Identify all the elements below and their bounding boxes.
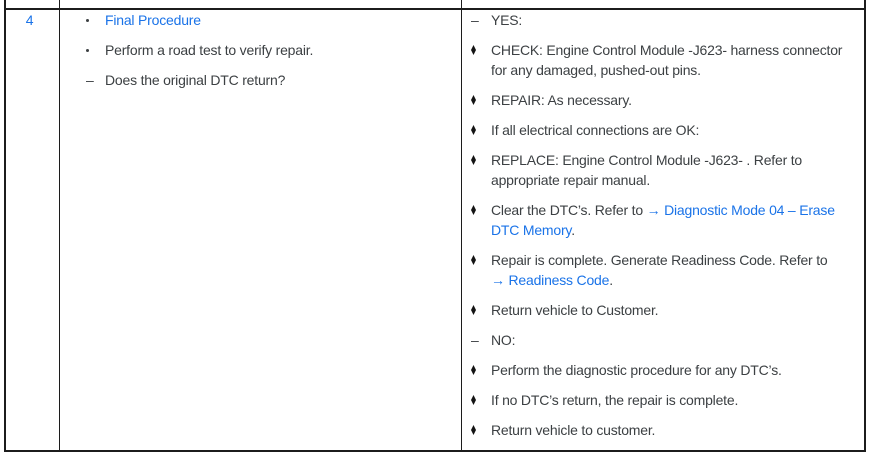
diamond-bullet-icon — [471, 45, 476, 55]
final-procedure-link[interactable]: Final Procedure — [105, 12, 201, 28]
list-item: If no DTC’s return, the repair is comple… — [462, 390, 864, 410]
list-item: Clear the DTC’s. Refer to → Diagnostic M… — [462, 200, 864, 240]
readiness-code-link[interactable]: → Readiness Code — [491, 272, 610, 288]
diamond-bullet-icon — [471, 425, 476, 435]
list-item-text: Return vehicle to customer. — [491, 422, 655, 438]
dot-bullet-icon — [86, 19, 89, 22]
step-number: 4 — [25, 12, 34, 28]
list-item: –Does the original DTC return? — [60, 70, 461, 90]
step-number-cell: 4 — [6, 10, 60, 450]
list-item: Perform the diagnostic procedure for any… — [462, 360, 864, 380]
text-segment: If all electrical connections are OK: — [491, 122, 700, 138]
diamond-bullet-icon — [471, 95, 476, 105]
list-item-text: REPAIR: As necessary. — [491, 92, 632, 108]
text-segment: REPLACE: Engine Control Module -J623- . … — [491, 152, 802, 168]
text-segment: Repair is complete. Generate Readiness C… — [491, 252, 828, 268]
diamond-bullet-icon — [471, 205, 476, 215]
sliver-step-cell — [6, 0, 60, 8]
text-segment: CHECK: Engine Control Module -J623- harn… — [491, 42, 843, 58]
text-segment: NO: — [491, 332, 516, 348]
list-item: Final Procedure — [60, 10, 461, 30]
list-item-text: REPLACE: Engine Control Module -J623- . … — [491, 152, 802, 188]
list-item-text: If no DTC’s return, the repair is comple… — [491, 392, 738, 408]
previous-row-sliver — [6, 0, 864, 10]
list-item-text: NO: — [491, 332, 515, 348]
list-item-text: Perform the diagnostic procedure for any… — [491, 362, 782, 378]
diamond-bullet-icon — [471, 255, 476, 265]
list-item: Perform a road test to verify repair. — [60, 40, 461, 60]
diamond-bullet-icon — [471, 305, 476, 315]
diamond-bullet-icon — [471, 125, 476, 135]
list-item-text: If all electrical connections are OK: — [491, 122, 699, 138]
result-cell: –YES:CHECK: Engine Control Module -J623-… — [462, 10, 864, 450]
list-item: If all electrical connections are OK: — [462, 120, 864, 140]
list-item-text: Clear the DTC’s. Refer to → Diagnostic M… — [491, 202, 835, 238]
diamond-bullet-icon — [471, 395, 476, 405]
list-item: REPLACE: Engine Control Module -J623- . … — [462, 150, 864, 190]
text-segment: If no DTC’s return, the repair is comple… — [491, 392, 739, 408]
diagnostic-mode-04-erase-dtc-memory-link[interactable]: → Diagnostic Mode 04 – Erase — [646, 202, 835, 218]
result-list: –YES:CHECK: Engine Control Module -J623-… — [462, 10, 864, 440]
text-segment: YES: — [491, 12, 523, 28]
text-segment: REPAIR: As necessary. — [491, 92, 632, 108]
text-segment: Return vehicle to customer. — [491, 422, 656, 438]
diamond-bullet-icon — [471, 155, 476, 165]
text-segment: Clear the DTC’s. Refer to — [491, 202, 647, 218]
list-item: REPAIR: As necessary. — [462, 90, 864, 110]
list-item: Return vehicle to customer. — [462, 420, 864, 440]
text-segment: Perform the diagnostic procedure for any… — [491, 362, 782, 378]
dash-bullet-icon: – — [471, 332, 479, 348]
sliver-procedure-cell — [60, 0, 462, 8]
text-segment: Perform a road test to verify repair. — [105, 42, 314, 58]
text-segment: . — [571, 222, 575, 238]
list-item: Return vehicle to Customer. — [462, 300, 864, 320]
list-item: CHECK: Engine Control Module -J623- harn… — [462, 40, 864, 80]
list-item-text: CHECK: Engine Control Module -J623- harn… — [491, 42, 842, 78]
list-item-text: Return vehicle to Customer. — [491, 302, 659, 318]
diamond-bullet-icon — [471, 365, 476, 375]
text-segment: Return vehicle to Customer. — [491, 302, 659, 318]
list-item-text: Does the original DTC return? — [105, 72, 285, 88]
list-item-text: Final Procedure — [105, 12, 201, 28]
diagnostic-mode-04-erase-dtc-memory-link[interactable]: DTC Memory — [491, 222, 572, 238]
text-segment: . — [609, 272, 613, 288]
list-item-text: Repair is complete. Generate Readiness C… — [491, 252, 828, 288]
sliver-result-cell — [462, 0, 864, 8]
list-item: –YES: — [462, 10, 864, 30]
dot-bullet-icon — [86, 49, 89, 52]
text-segment: appropriate repair manual. — [491, 172, 651, 188]
text-segment: Does the original DTC return? — [105, 72, 286, 88]
list-item-text: YES: — [491, 12, 522, 28]
text-segment: for any damaged, pushed-out pins. — [491, 62, 701, 78]
list-item: –NO: — [462, 330, 864, 350]
dash-bullet-icon: – — [471, 12, 479, 28]
dash-bullet-icon: – — [86, 72, 94, 88]
list-item-text: Perform a road test to verify repair. — [105, 42, 313, 58]
list-item: Repair is complete. Generate Readiness C… — [462, 250, 864, 290]
